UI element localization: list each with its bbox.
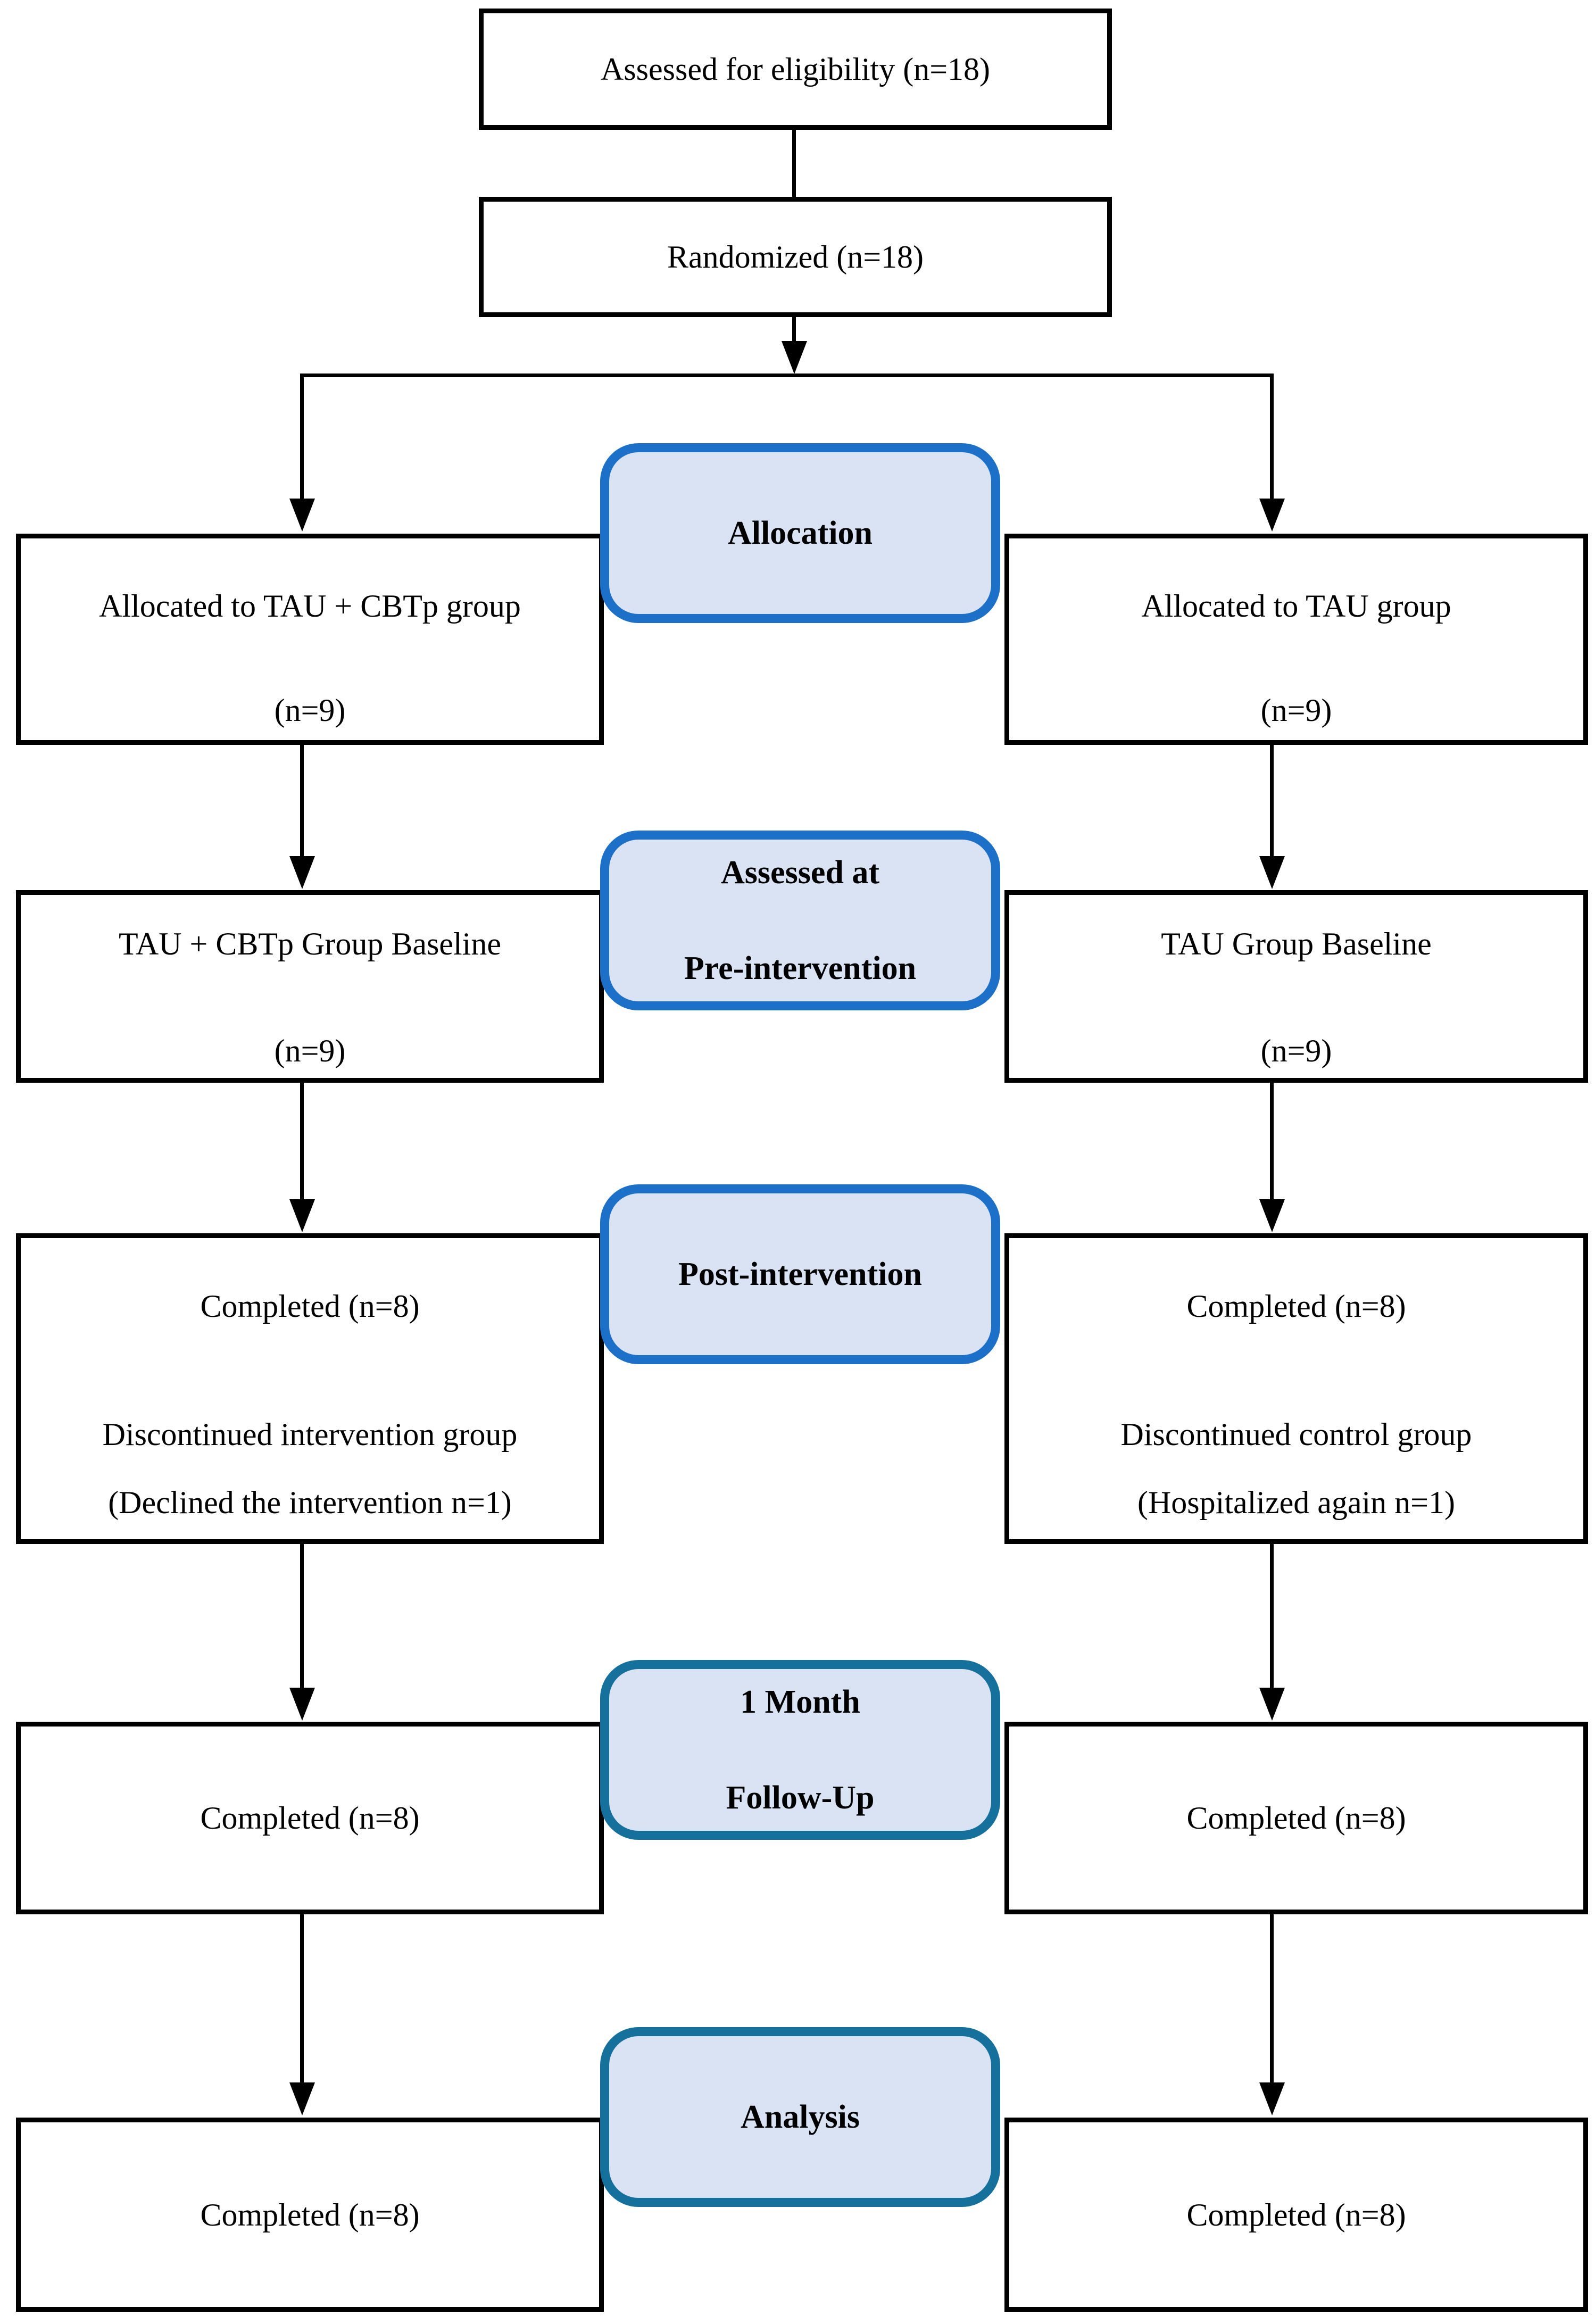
node-analysis-right: Completed (n=8) [1004, 2118, 1588, 2312]
arrow-split-right-head [1259, 499, 1285, 532]
node-baseline-right: TAU Group Baseline (n=9) [1004, 890, 1588, 1083]
node-post-right-line3: (Hospitalized again n=1) [1137, 1485, 1455, 1520]
node-allocated-right: Allocated to TAU group (n=9) [1004, 534, 1588, 745]
arrow-right-alloc-baseline-head [1259, 856, 1285, 889]
arrow-left-baseline-post-head [289, 1199, 315, 1232]
arrow-right-alloc-baseline-line [1270, 745, 1274, 857]
node-baseline-left-line1: TAU + CBTp Group Baseline [119, 926, 501, 961]
node-followup-left: Completed (n=8) [16, 1722, 604, 1914]
stage-pill-analysis: Analysis [600, 2027, 1000, 2207]
node-post-left-line1: Completed (n=8) [200, 1289, 420, 1324]
stage-pill-pre-intervention-line1: Assessed at [721, 854, 879, 891]
connector-eligibility-randomized [792, 130, 796, 197]
node-allocated-right-line1: Allocated to TAU group [1141, 588, 1451, 624]
node-post-left-line2: Discontinued intervention group [102, 1417, 518, 1452]
stage-pill-allocation: Allocation [600, 443, 1000, 623]
arrow-right-baseline-post-head [1259, 1199, 1285, 1232]
node-post-right-line1: Completed (n=8) [1186, 1289, 1406, 1324]
arrow-randomized-split-line [792, 317, 796, 344]
arrow-left-post-followup-head [289, 1688, 315, 1721]
stage-pill-pre-intervention-line2: Pre-intervention [684, 950, 917, 986]
node-eligibility: Assessed for eligibility (n=18) [479, 9, 1112, 130]
stage-pill-followup-line2: Follow-Up [726, 1780, 875, 1816]
node-followup-right-line1: Completed (n=8) [1186, 1800, 1406, 1836]
stage-pill-followup: 1 Month Follow-Up [600, 1660, 1000, 1840]
split-line [302, 374, 1273, 377]
node-allocated-left: Allocated to TAU + CBTp group (n=9) [16, 534, 604, 745]
node-analysis-left: Completed (n=8) [16, 2118, 604, 2312]
node-allocated-left-line1: Allocated to TAU + CBTp group [99, 588, 521, 624]
arrow-left-followup-analysis-line [300, 1914, 304, 2084]
stage-pill-followup-line1: 1 Month [740, 1684, 860, 1720]
node-baseline-left: TAU + CBTp Group Baseline (n=9) [16, 890, 604, 1083]
arrow-right-post-followup-line [1270, 1544, 1274, 1689]
arrow-split-left-head [289, 499, 315, 532]
node-analysis-left-line1: Completed (n=8) [200, 2197, 420, 2232]
node-allocated-left-line2: (n=9) [274, 692, 346, 728]
node-followup-right: Completed (n=8) [1004, 1722, 1588, 1914]
arrow-left-baseline-post-line [300, 1083, 304, 1200]
arrow-left-alloc-baseline-line [300, 745, 304, 857]
arrow-randomized-split-head [782, 341, 807, 374]
node-post-right-line2: Discontinued control group [1120, 1417, 1472, 1452]
node-post-left-line3: (Declined the intervention n=1) [108, 1485, 512, 1520]
node-post-right: Completed (n=8) Discontinued control gro… [1004, 1233, 1588, 1544]
arrow-split-left-line [300, 374, 304, 500]
arrow-right-post-followup-head [1259, 1688, 1285, 1721]
node-analysis-right-line1: Completed (n=8) [1186, 2197, 1406, 2232]
arrow-split-right-line [1270, 374, 1274, 500]
node-baseline-left-line2: (n=9) [274, 1033, 346, 1068]
arrow-left-post-followup-line [300, 1544, 304, 1689]
arrow-right-followup-analysis-head [1259, 2082, 1285, 2115]
node-baseline-right-line1: TAU Group Baseline [1161, 926, 1432, 961]
node-baseline-right-line2: (n=9) [1260, 1033, 1332, 1068]
stage-pill-pre-intervention: Assessed at Pre-intervention [600, 831, 1000, 1010]
arrow-left-followup-analysis-head [289, 2082, 315, 2115]
node-eligibility-label: Assessed for eligibility (n=18) [600, 52, 991, 87]
stage-pill-post-intervention-label: Post-intervention [678, 1256, 923, 1292]
node-randomized-label: Randomized (n=18) [667, 239, 924, 275]
arrow-right-followup-analysis-line [1270, 1914, 1274, 2084]
node-followup-left-line1: Completed (n=8) [200, 1800, 420, 1836]
arrow-left-alloc-baseline-head [289, 856, 315, 889]
arrow-right-baseline-post-line [1270, 1083, 1274, 1200]
node-randomized: Randomized (n=18) [479, 197, 1112, 317]
node-allocated-right-line2: (n=9) [1260, 692, 1332, 728]
node-post-left: Completed (n=8) Discontinued interventio… [16, 1233, 604, 1544]
stage-pill-analysis-label: Analysis [741, 2099, 860, 2135]
stage-pill-post-intervention: Post-intervention [600, 1184, 1000, 1364]
stage-pill-allocation-label: Allocation [727, 515, 873, 551]
